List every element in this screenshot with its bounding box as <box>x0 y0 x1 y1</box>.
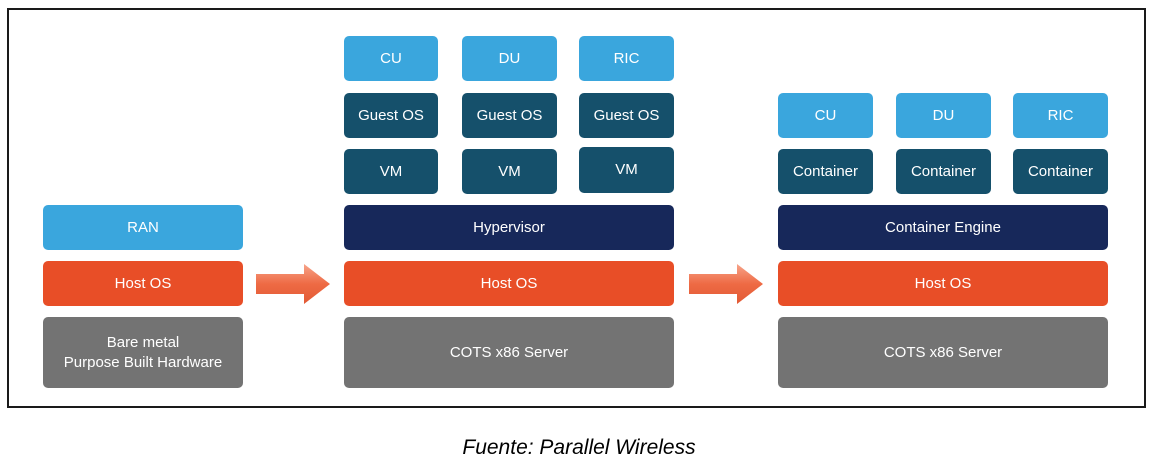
container-engine-box: Container Engine <box>778 205 1108 250</box>
host-os-box-3: Host OS <box>778 261 1108 306</box>
cots-server-box-2: COTS x86 Server <box>344 317 674 388</box>
arrow-right-icon <box>689 264 763 304</box>
host-os-box-1: Host OS <box>43 261 243 306</box>
arrow-right-icon <box>256 264 330 304</box>
container-box-cu: Container <box>778 149 873 194</box>
du-box-3: DU <box>896 93 991 138</box>
container-box-ric: Container <box>1013 149 1108 194</box>
guest-os-box-ric: Guest OS <box>579 93 674 138</box>
cots-server-box-3: COTS x86 Server <box>778 317 1108 388</box>
bare-metal-box: Bare metal Purpose Built Hardware <box>43 317 243 388</box>
guest-os-box-du: Guest OS <box>462 93 557 138</box>
host-os-box-2: Host OS <box>344 261 674 306</box>
source-caption: Fuente: Parallel Wireless <box>462 436 696 459</box>
ran-box: RAN <box>43 205 243 250</box>
ric-box-3: RIC <box>1013 93 1108 138</box>
vm-box-cu: VM <box>344 149 438 194</box>
ric-box-2: RIC <box>579 36 674 81</box>
du-box-2: DU <box>462 36 557 81</box>
cu-box-2: CU <box>344 36 438 81</box>
vm-box-du: VM <box>462 149 557 194</box>
guest-os-box-cu: Guest OS <box>344 93 438 138</box>
container-box-du: Container <box>896 149 991 194</box>
hypervisor-box: Hypervisor <box>344 205 674 250</box>
vm-box-ric: VM <box>579 147 674 193</box>
cu-box-3: CU <box>778 93 873 138</box>
